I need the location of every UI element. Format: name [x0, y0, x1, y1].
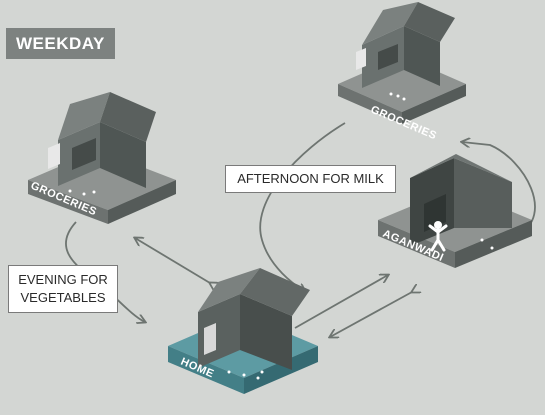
- callout-afternoon-milk: AFTERNOON FOR MILK: [225, 165, 396, 193]
- groceries-left-building: [28, 92, 176, 224]
- groceries-right-building: [338, 2, 466, 124]
- aganwadi-building: [378, 154, 532, 268]
- weekday-badge: WEEKDAY: [6, 28, 115, 59]
- callout-evening-vegetables: EVENING FOR VEGETABLES: [8, 265, 118, 313]
- callout-evening-line1: EVENING FOR: [18, 272, 108, 287]
- route-home-to-aganwadi: [294, 275, 388, 329]
- route-home-to-left-groceries: [135, 238, 210, 283]
- route-afternoon-milk: [259, 122, 346, 292]
- home-building: [168, 268, 318, 394]
- callout-evening-line2: VEGETABLES: [20, 290, 106, 305]
- route-aganwadi-to-home: [330, 292, 412, 337]
- child-figure-icon: [428, 221, 448, 252]
